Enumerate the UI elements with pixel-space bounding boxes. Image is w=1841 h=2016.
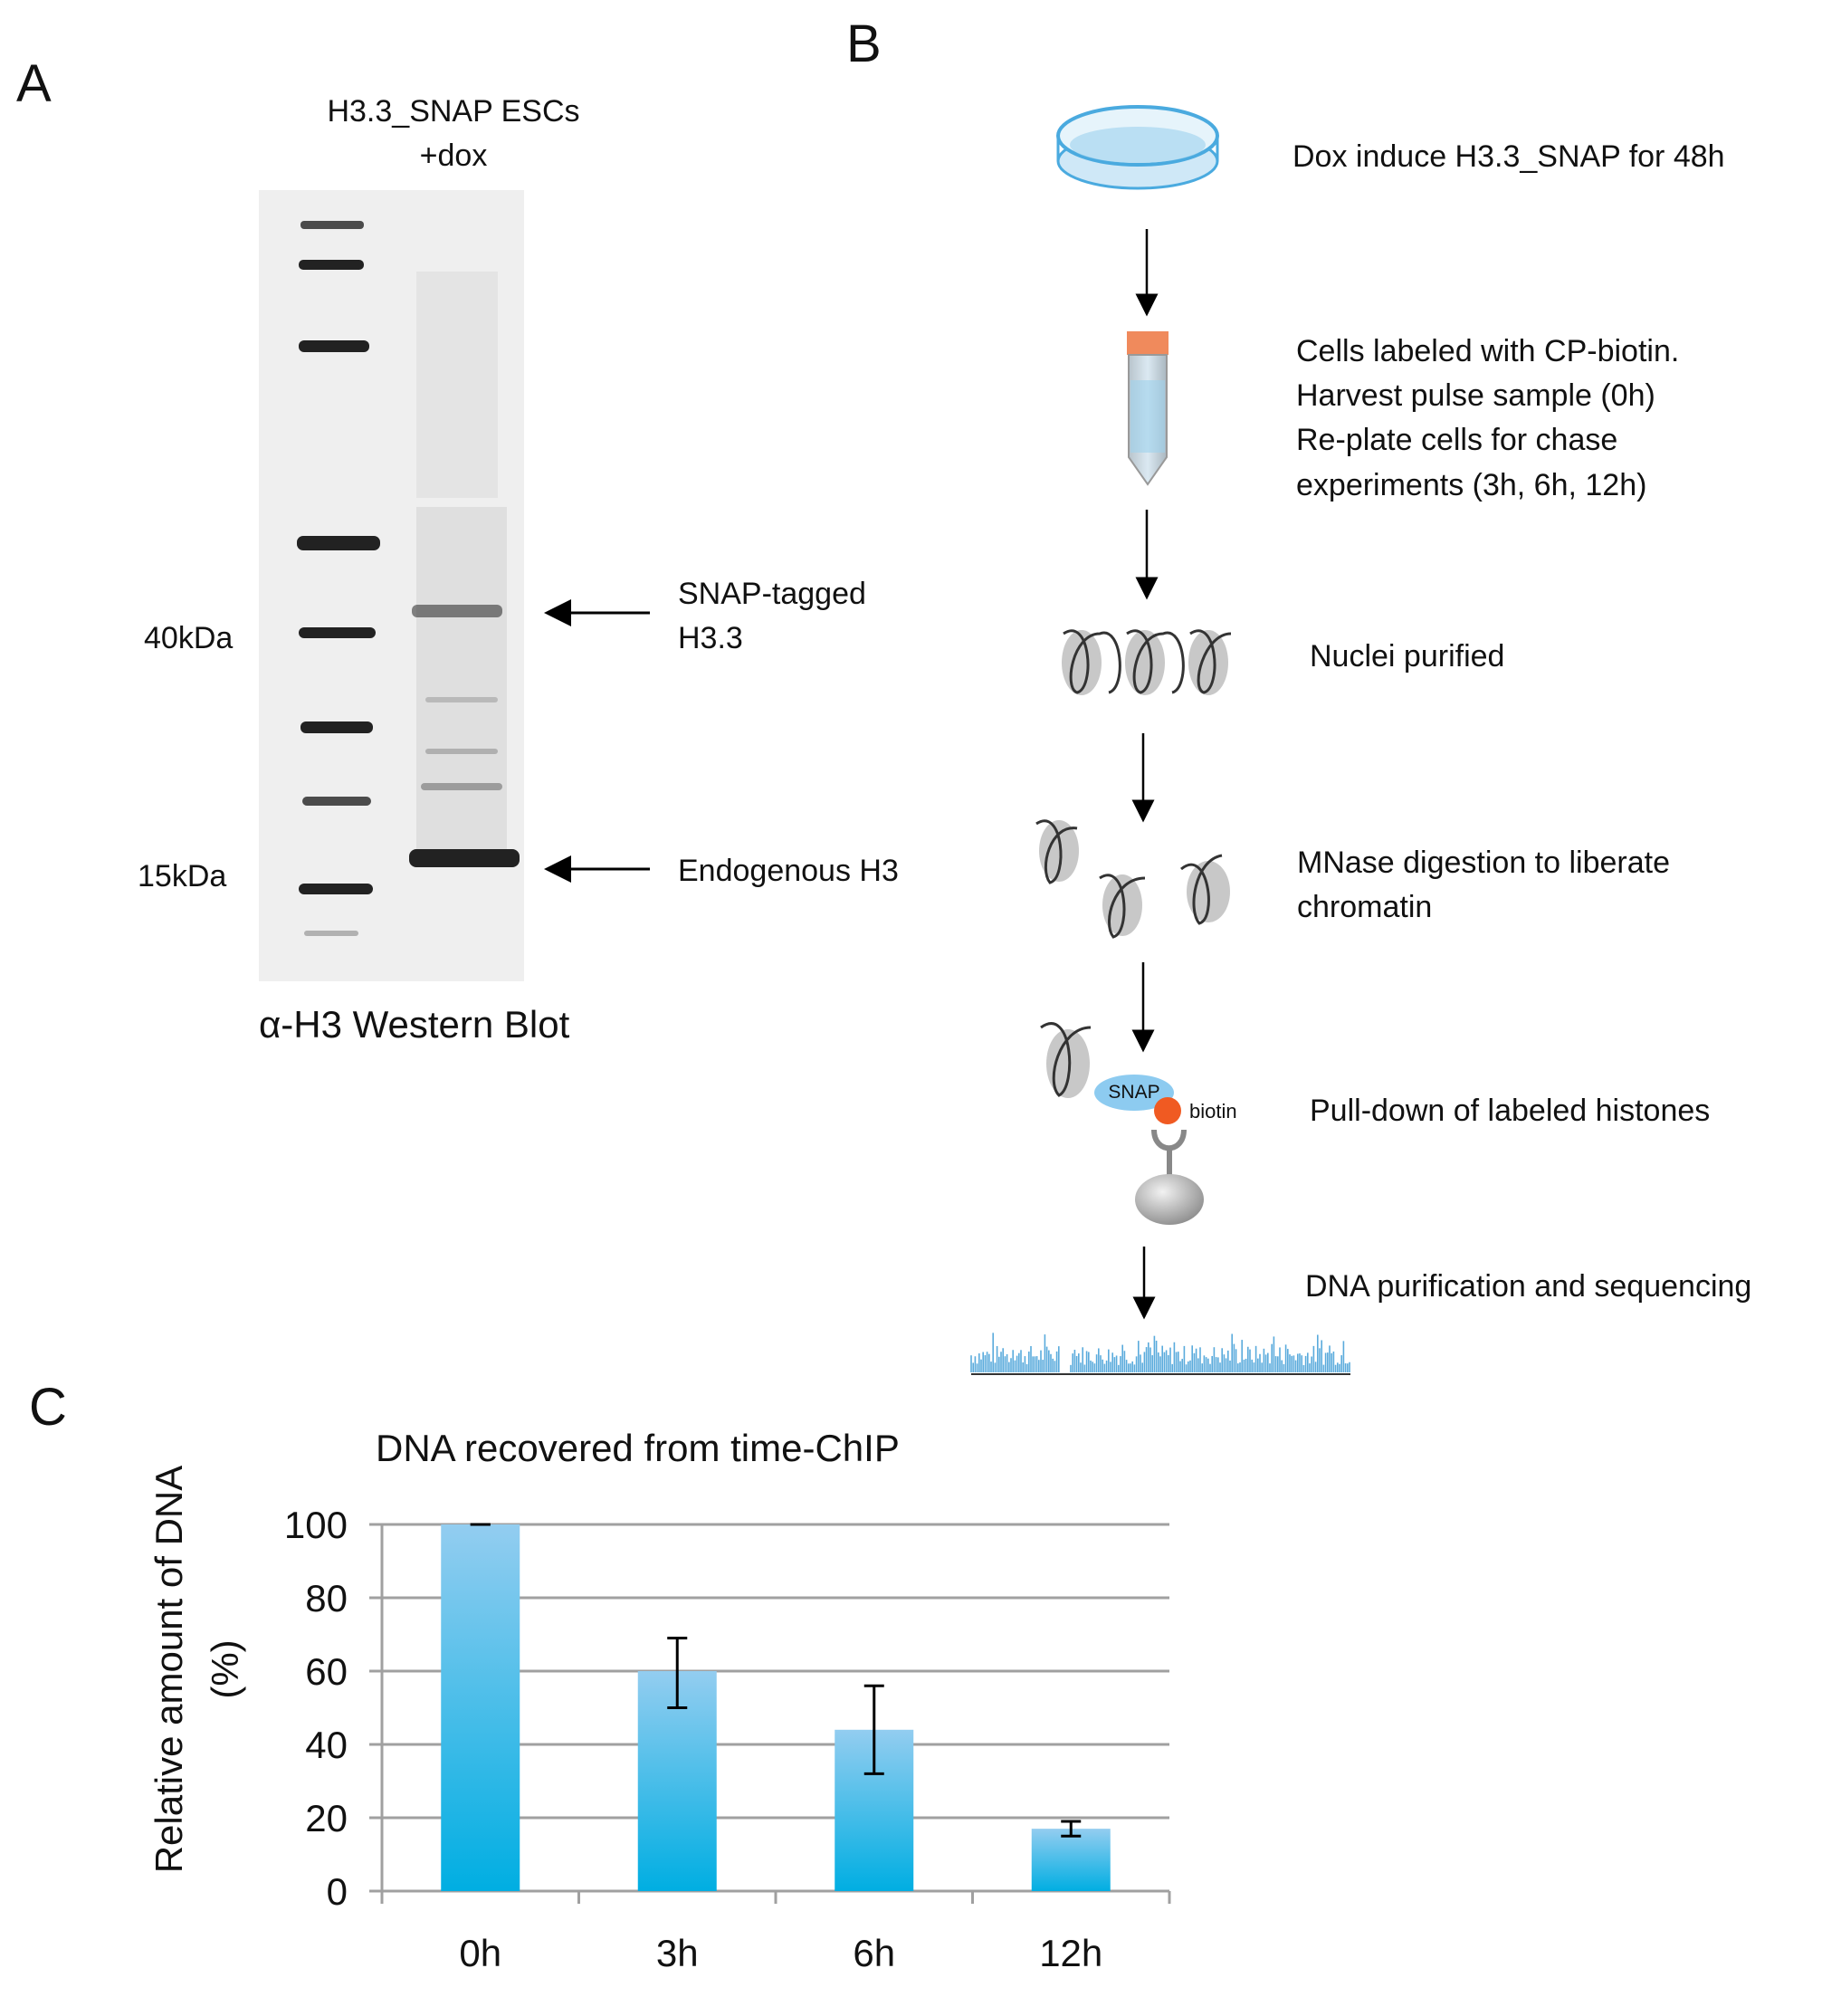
label-snap-tagged: SNAP-tagged	[678, 577, 866, 611]
pulldown-icon	[1040, 1022, 1204, 1225]
step-label-line: experiments (3h, 6h, 12h)	[1296, 468, 1647, 502]
step-pulldown: Pull-down of labeled histones	[1310, 1094, 1711, 1128]
step-sequencing: DNA purification and sequencing	[1305, 1269, 1752, 1304]
y-tick-label: 100	[284, 1504, 348, 1546]
step-nuclei: Nuclei purified	[1310, 639, 1505, 674]
biotin-label: biotin	[1189, 1100, 1237, 1123]
step-label-line: Re-plate cells for chase	[1296, 423, 1618, 457]
tube-icon	[1127, 331, 1169, 486]
y-axis-label: Relative amount of DNA	[147, 1465, 190, 1874]
step-dox-induce: Dox induce H3.3_SNAP for 48h	[1293, 139, 1725, 174]
y-axis-label-unit: (%)	[203, 1639, 246, 1699]
blot-caption: α-H3 Western Blot	[259, 1003, 570, 1046]
step-mnase-line: chromatin	[1297, 890, 1433, 924]
marker-40kda: 40kDa	[144, 621, 234, 655]
x-tick-label: 12h	[1039, 1932, 1102, 1974]
label-endogenous-h3: Endogenous H3	[678, 854, 899, 888]
step-label-line: Harvest pulse sample (0h)	[1296, 378, 1655, 413]
snap-label: SNAP	[1108, 1082, 1160, 1103]
panel-label-b: B	[846, 14, 882, 73]
y-tick-label: 0	[327, 1870, 348, 1913]
sequencing-track	[970, 1333, 1350, 1375]
y-tick-label: 20	[305, 1797, 348, 1839]
blot-header-line1: H3.3_SNAP ESCs	[327, 94, 580, 129]
workflow-arrows	[1131, 229, 1159, 1320]
panel-label-a: A	[16, 54, 52, 113]
y-tick-label: 40	[305, 1724, 348, 1766]
panel-label-c: C	[29, 1378, 67, 1437]
x-tick-label: 6h	[853, 1932, 895, 1974]
bar-0h	[441, 1524, 520, 1891]
label-h33: H3.3	[678, 621, 743, 655]
blot-header-line2: +dox	[419, 139, 488, 173]
western-blot-image	[259, 190, 524, 981]
nucleosomes-icon	[1062, 629, 1232, 695]
step-label-line: Cells labeled with CP-biotin.	[1296, 334, 1680, 368]
bar-chart: 0 20 40 60 80 100 0h 3h 6h 12h	[284, 1504, 1171, 1974]
marker-15kda: 15kDa	[138, 859, 227, 893]
bar-12h	[1031, 1829, 1111, 1891]
petri-dish-icon	[1056, 105, 1219, 190]
x-tick-label: 0h	[459, 1932, 501, 1974]
x-tick-label: 3h	[656, 1932, 699, 1974]
digested-nucleosomes-icon	[1035, 819, 1230, 939]
chart-title: DNA recovered from time-ChIP	[376, 1427, 900, 1469]
y-tick-label: 80	[305, 1577, 348, 1619]
step-mnase-line: MNase digestion to liberate	[1297, 846, 1671, 880]
y-tick-label: 60	[305, 1650, 348, 1693]
